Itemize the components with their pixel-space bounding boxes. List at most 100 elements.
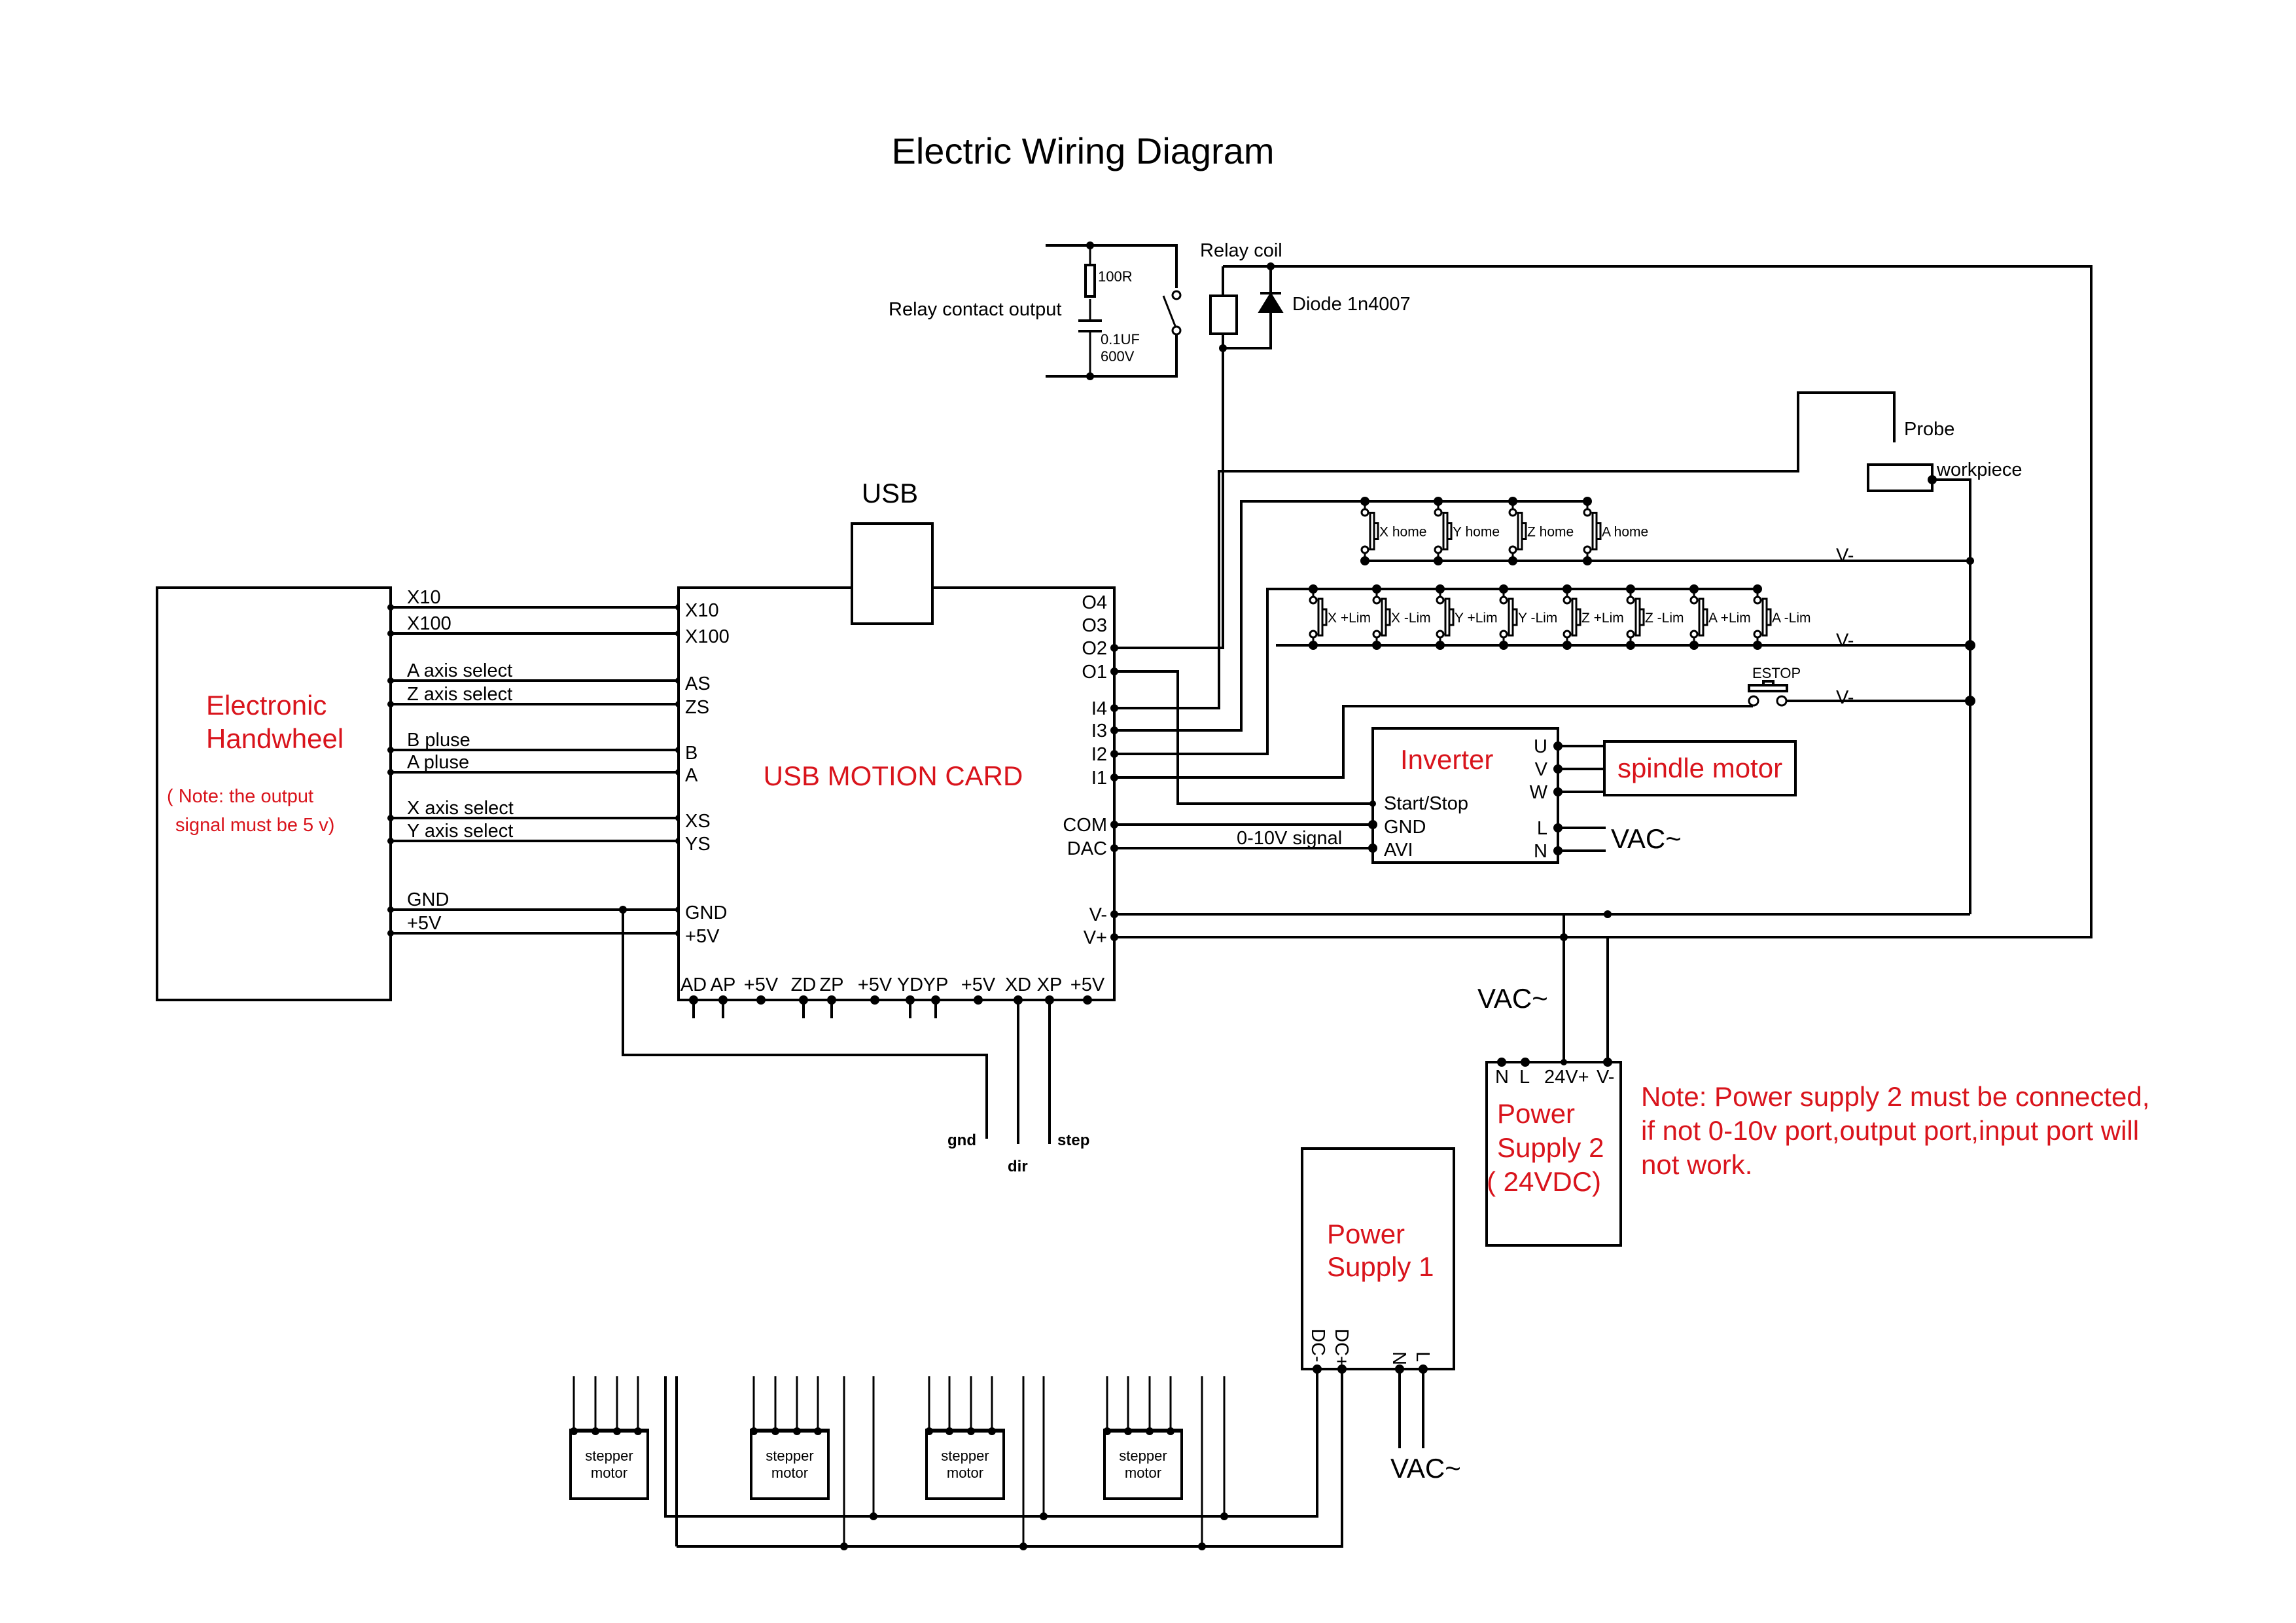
note-line2: if not 0-10v port,output port,input port… (1641, 1115, 2139, 1146)
stepper-motor-label-line2: motor (771, 1465, 808, 1481)
ps1-title-line2: Supply 1 (1327, 1251, 1434, 1282)
limit-switch-z-minuslim[interactable]: Z -Lim (1626, 584, 1684, 650)
workpiece-box (1867, 463, 1934, 492)
handwheel-wire-label: Y axis select (407, 821, 513, 842)
card-pin-bottom-xp: XP (1037, 974, 1063, 995)
relay-switch-contact (1162, 295, 1176, 327)
limit-switch-a-pluslim[interactable]: A +Lim (1689, 584, 1751, 650)
home-switch-z-home[interactable]: Z home (1508, 497, 1574, 565)
limit-switch-y-pluslim[interactable]: Y +Lim (1436, 584, 1498, 650)
limit-switch-a-minuslim-label: A -Lim (1772, 611, 1811, 626)
stepper-motor-label-line2: motor (1125, 1465, 1161, 1481)
limit-switch-x-pluslim[interactable]: X +Lim (1309, 584, 1371, 650)
card-pin-o2: O2 (1082, 638, 1107, 659)
inverter-pin-u: U (1534, 736, 1547, 757)
card-pin-bottom-zd: ZD (791, 974, 817, 995)
stepper-motor-label-line1: stepper (766, 1448, 813, 1464)
card-pin-bottom-plus5v: +5V (1070, 974, 1105, 995)
home-switch-z-home-label: Z home (1527, 525, 1574, 540)
home-switch-x-home[interactable]: X home (1360, 497, 1426, 565)
dir-signal-label: dir (1008, 1158, 1028, 1175)
limit-switch-y-minuslim[interactable]: Y -Lim (1499, 584, 1557, 650)
inverter-pin-avi: AVI (1384, 840, 1413, 861)
inverter-pin-l: L (1537, 818, 1547, 839)
stepper-motor-label-line2: motor (591, 1465, 627, 1481)
card-pin-dac: DAC (1067, 838, 1107, 859)
card-pin-vminus: V- (1089, 904, 1107, 925)
handwheel-wire-label: GND (407, 889, 449, 910)
limit-switch-a-minuslim[interactable]: A -Lim (1753, 584, 1811, 650)
ps1-pin-dc-plus: DC+ (1331, 1329, 1352, 1367)
card-pin-bottom-plus5v: +5V (744, 974, 779, 995)
handwheel-wire-label: X100 (407, 613, 451, 634)
diode-icon (1258, 292, 1284, 313)
card-pin-o1: O1 (1082, 662, 1107, 683)
stepper-motor-label-line1: stepper (941, 1448, 989, 1464)
inverter-pin-v: V (1535, 759, 1548, 780)
card-pin-zs: ZS (685, 697, 709, 718)
limit-switch-x-minuslim[interactable]: X -Lim (1372, 584, 1431, 650)
handwheel-terminal (387, 769, 394, 776)
motion-card-box (677, 586, 1116, 1001)
card-terminal (1110, 933, 1118, 941)
power-supply-note: Note: Power supply 2 must be connected, … (1641, 1081, 2149, 1180)
limit-switch-z-pluslim-label: Z +Lim (1581, 611, 1624, 626)
card-terminal (974, 995, 983, 1005)
ps1-pin-n: N (1388, 1351, 1409, 1365)
card-pin-bottom-yd: YD (897, 974, 923, 995)
inverter-pin-n: N (1534, 841, 1547, 862)
card-pin-ys: YS (685, 834, 711, 855)
card-pin-com: COM (1063, 815, 1107, 836)
ps1-box (1301, 1147, 1455, 1370)
ps1-pin-dc-minus: DC- (1307, 1329, 1328, 1363)
card-pin-vplus: V+ (1084, 927, 1107, 948)
ps2-title-line2: Supply 2 (1497, 1132, 1604, 1163)
handwheel-wire-label: Z axis select (407, 684, 512, 705)
ps2-pin-l: L (1519, 1067, 1530, 1088)
note-line3: not work. (1641, 1149, 1752, 1180)
handwheel-wire-label: A axis select (407, 660, 512, 681)
handwheel-terminal (387, 838, 394, 844)
handwheel-terminal (387, 930, 394, 936)
driver-signal-wires: gnd dir step (619, 906, 1089, 1175)
inverter-vac-label: VAC~ (1611, 823, 1682, 854)
home-switch-y-home[interactable]: Y home (1434, 497, 1500, 565)
card-pin-i1: I1 (1091, 768, 1107, 789)
inverter-pin-w: W (1530, 782, 1548, 803)
power-supply-2: VAC~ N L 24V+ V- Power Supply 2 ( 24VDC) (1477, 910, 1622, 1247)
card-pin-bottom-zp: ZP (819, 974, 843, 995)
vminus-label-limit: V- (1836, 630, 1854, 651)
card-terminal (756, 995, 766, 1005)
diode-label: Diode 1n4007 (1292, 294, 1411, 315)
usb-motion-card: USB USB MOTION CARD X10X100ASZSBAXSYSGND… (677, 478, 1118, 1018)
relay-coil-label: Relay coil (1200, 240, 1282, 261)
spindle-motor-label: spindle motor (1617, 753, 1782, 783)
usb-connector[interactable] (851, 522, 934, 625)
card-pin-gnd: GND (685, 902, 727, 923)
limit-switch-x-pluslim-label: X +Lim (1328, 611, 1371, 626)
handwheel-wire-label: A pluse (407, 752, 469, 773)
ps1-vac-label: VAC~ (1390, 1453, 1461, 1484)
home-switch-a-home[interactable]: A home (1583, 497, 1648, 565)
handwheel-title-line2: Handwheel (206, 723, 344, 754)
driver-power-wire (843, 1376, 875, 1546)
limit-switch-z-pluslim[interactable]: Z +Lim (1563, 584, 1624, 650)
gnd-signal-label: gnd (947, 1132, 976, 1149)
power-supply-1: Power Supply 1 DC- DC+ N L VAC~ (664, 1147, 1461, 1548)
analog-signal-label: 0-10V signal (1237, 828, 1342, 849)
ps2-box (1485, 1061, 1622, 1247)
handwheel-terminal (387, 604, 394, 611)
home-switch-a-home-label: A home (1602, 525, 1648, 540)
estop-switch[interactable]: ESTOP (1748, 665, 1801, 707)
ps2-vac-label: VAC~ (1477, 983, 1548, 1014)
usb-label: USB (862, 478, 918, 508)
handwheel-box (156, 586, 392, 1001)
stepper-motor-group: steppermotorsteppermotorsteppermotorstep… (569, 1376, 1228, 1550)
card-pin-as: AS (685, 673, 711, 694)
diagram-title: Electric Wiring Diagram (892, 130, 1275, 171)
